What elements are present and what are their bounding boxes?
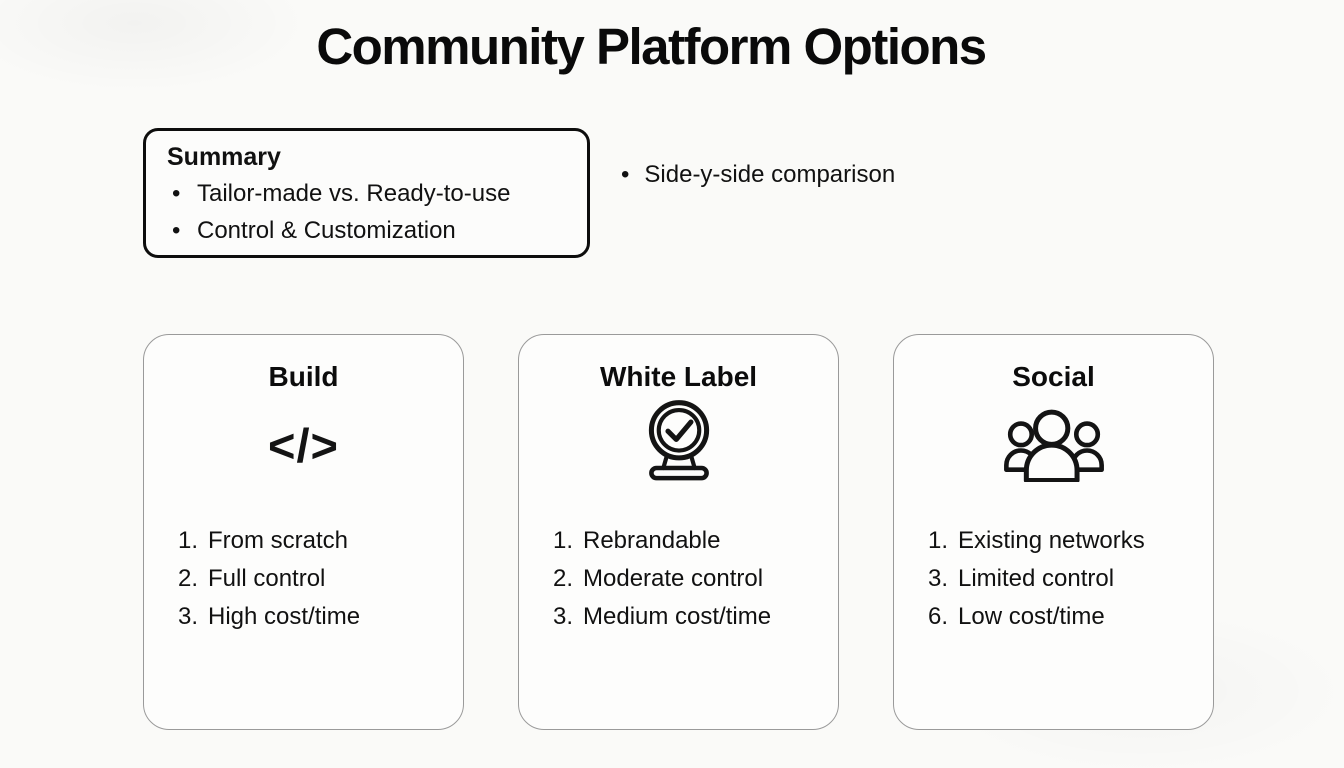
item-number: 2.	[553, 565, 574, 592]
item-text: Moderate control	[583, 565, 764, 592]
list-item: 2. Full control	[178, 560, 463, 598]
card-white-label: White Label 1. Rebrandable 2. Moderate con…	[518, 334, 839, 730]
side-note: • Side-y-side comparison	[621, 160, 895, 190]
card-social: Social 1. Existing networks 3. Limited con…	[893, 334, 1214, 730]
list-item: 1. Existing networks	[928, 522, 1213, 560]
card-icon-area: </>	[144, 394, 463, 496]
item-text: Limited control	[958, 565, 1115, 592]
item-text: Existing networks	[958, 527, 1145, 554]
item-number: 1.	[178, 527, 199, 554]
card-title: Build	[268, 361, 339, 392]
card-list: 1. Rebrandable 2. Moderate control 3. Mediu…	[519, 522, 838, 636]
list-item: 3. Limited control	[928, 560, 1213, 598]
item-text: High cost/time	[208, 603, 361, 630]
item-number: 3.	[553, 603, 574, 630]
list-item: 3. Medium cost/time	[553, 598, 838, 636]
card-build: Build </> 1. From scratch 2. Full control …	[143, 334, 464, 730]
code-icon: </>	[268, 418, 339, 472]
card-title: Social	[1012, 361, 1095, 392]
item-text: Full control	[208, 565, 326, 592]
summary-list: Tailor-made vs. Ready-to-use Control & C…	[167, 175, 571, 249]
item-text: Medium cost/time	[583, 603, 772, 630]
summary-bullet: Tailor-made vs. Ready-to-use	[172, 175, 571, 212]
bullet-icon: •	[621, 161, 630, 188]
summary-box: Summary Tailor-made vs. Ready-to-use Con…	[143, 128, 590, 258]
list-item: 2. Moderate control	[553, 560, 838, 598]
list-item: 1. Rebrandable	[553, 522, 838, 560]
side-note-text: Side-y-side comparison	[644, 161, 896, 188]
summary-title: Summary	[167, 143, 281, 171]
card-list: 1. From scratch 2. Full control 3. High cos…	[144, 522, 463, 636]
item-number: 1.	[553, 527, 574, 554]
card-title: White Label	[599, 361, 758, 392]
list-item: 6. Low cost/time	[928, 598, 1213, 636]
item-number: 1.	[928, 527, 949, 554]
summary-bullet: Control & Customization	[172, 212, 571, 249]
card-list: 1. Existing networks 3. Limited control 6.…	[894, 522, 1213, 636]
list-item: 1. From scratch	[178, 522, 463, 560]
item-number: 2.	[178, 565, 199, 592]
badge-check-icon	[648, 400, 709, 481]
cards-row: Build </> 1. From scratch 2. Full control …	[143, 334, 1214, 730]
people-icon	[1003, 409, 1104, 482]
item-number: 3.	[178, 603, 199, 630]
card-icon-area	[894, 394, 1213, 496]
card-icon-area	[519, 394, 838, 496]
item-number: 3.	[928, 565, 949, 592]
list-item: 3. High cost/time	[178, 598, 463, 636]
item-text: Low cost/time	[958, 603, 1105, 630]
item-text: Rebrandable	[583, 527, 721, 554]
item-text: From scratch	[208, 527, 349, 554]
item-number: 6.	[928, 603, 949, 630]
page-title: Community Platform Options	[316, 18, 987, 75]
